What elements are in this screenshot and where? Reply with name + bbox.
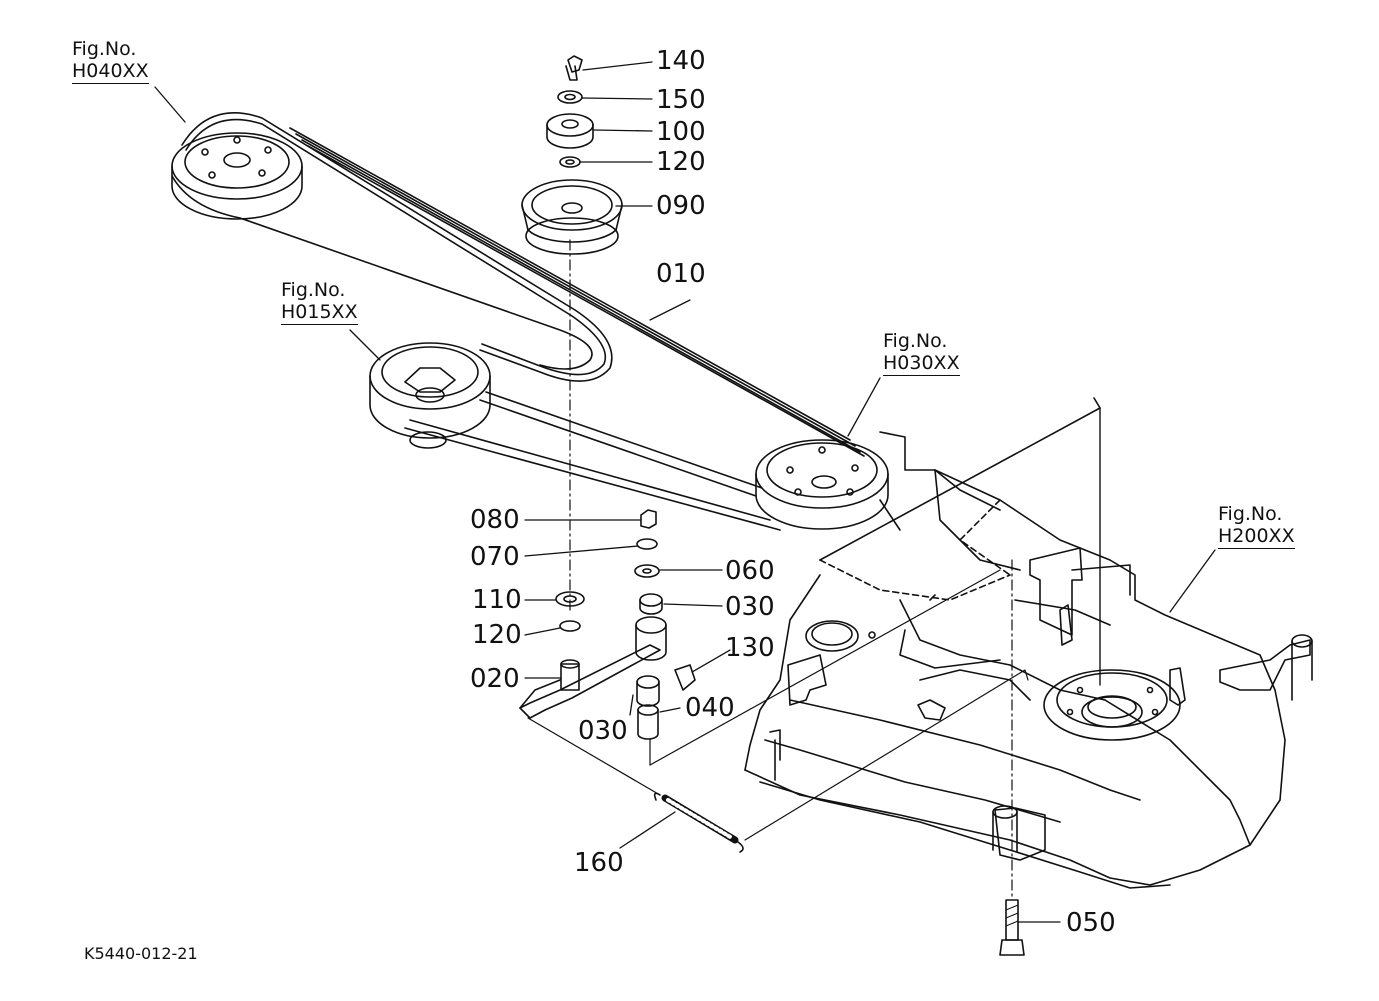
pulley-h015	[369, 342, 491, 449]
part-label-120-lower[interactable]: 120	[472, 620, 522, 650]
pulley-h030	[755, 439, 889, 530]
part-label-130[interactable]: 130	[725, 633, 775, 663]
tension-pulley-assembly	[521, 55, 623, 255]
bolt-050	[999, 899, 1025, 956]
part-label-160[interactable]: 160	[574, 848, 624, 878]
part-label-140[interactable]: 140	[656, 46, 706, 76]
mower-deck	[744, 397, 1313, 889]
leader-lines	[154, 61, 1216, 923]
idler-arm-hardware	[519, 509, 696, 740]
fig-ref-h015[interactable]: Fig.No. H015XX	[281, 279, 358, 325]
pulley-h040	[171, 132, 303, 220]
fig-ref-label: Fig.No.	[281, 279, 346, 301]
part-label-080[interactable]: 080	[470, 505, 520, 535]
part-label-100[interactable]: 100	[656, 117, 706, 147]
part-label-010[interactable]: 010	[656, 259, 706, 289]
fig-ref-label: Fig.No.	[883, 330, 948, 352]
fig-ref-h200[interactable]: Fig.No. H200XX	[1218, 503, 1295, 549]
part-label-120-top[interactable]: 120	[656, 147, 706, 177]
fig-ref-code: H040XX	[72, 60, 149, 84]
part-label-040[interactable]: 040	[685, 693, 735, 723]
fig-ref-code: H015XX	[281, 301, 358, 325]
v-belt	[171, 112, 901, 531]
part-label-090[interactable]: 090	[656, 191, 706, 221]
part-label-020[interactable]: 020	[470, 664, 520, 694]
fig-ref-code: H030XX	[883, 352, 960, 376]
fig-ref-label: Fig.No.	[72, 38, 137, 60]
part-label-110[interactable]: 110	[472, 585, 522, 615]
fig-ref-code: H200XX	[1218, 525, 1295, 549]
part-label-030-lower[interactable]: 030	[578, 716, 628, 746]
tension-spring	[527, 569, 1029, 853]
part-label-050[interactable]: 050	[1066, 908, 1116, 938]
fig-ref-h030[interactable]: Fig.No. H030XX	[883, 330, 960, 376]
part-label-060[interactable]: 060	[725, 556, 775, 586]
part-label-030-upper[interactable]: 030	[725, 592, 775, 622]
part-label-070[interactable]: 070	[470, 542, 520, 572]
drawing-code: K5440-012-21	[84, 944, 198, 963]
fig-ref-h040[interactable]: Fig.No. H040XX	[72, 38, 149, 84]
part-label-150[interactable]: 150	[656, 85, 706, 115]
fig-ref-label: Fig.No.	[1218, 503, 1283, 525]
